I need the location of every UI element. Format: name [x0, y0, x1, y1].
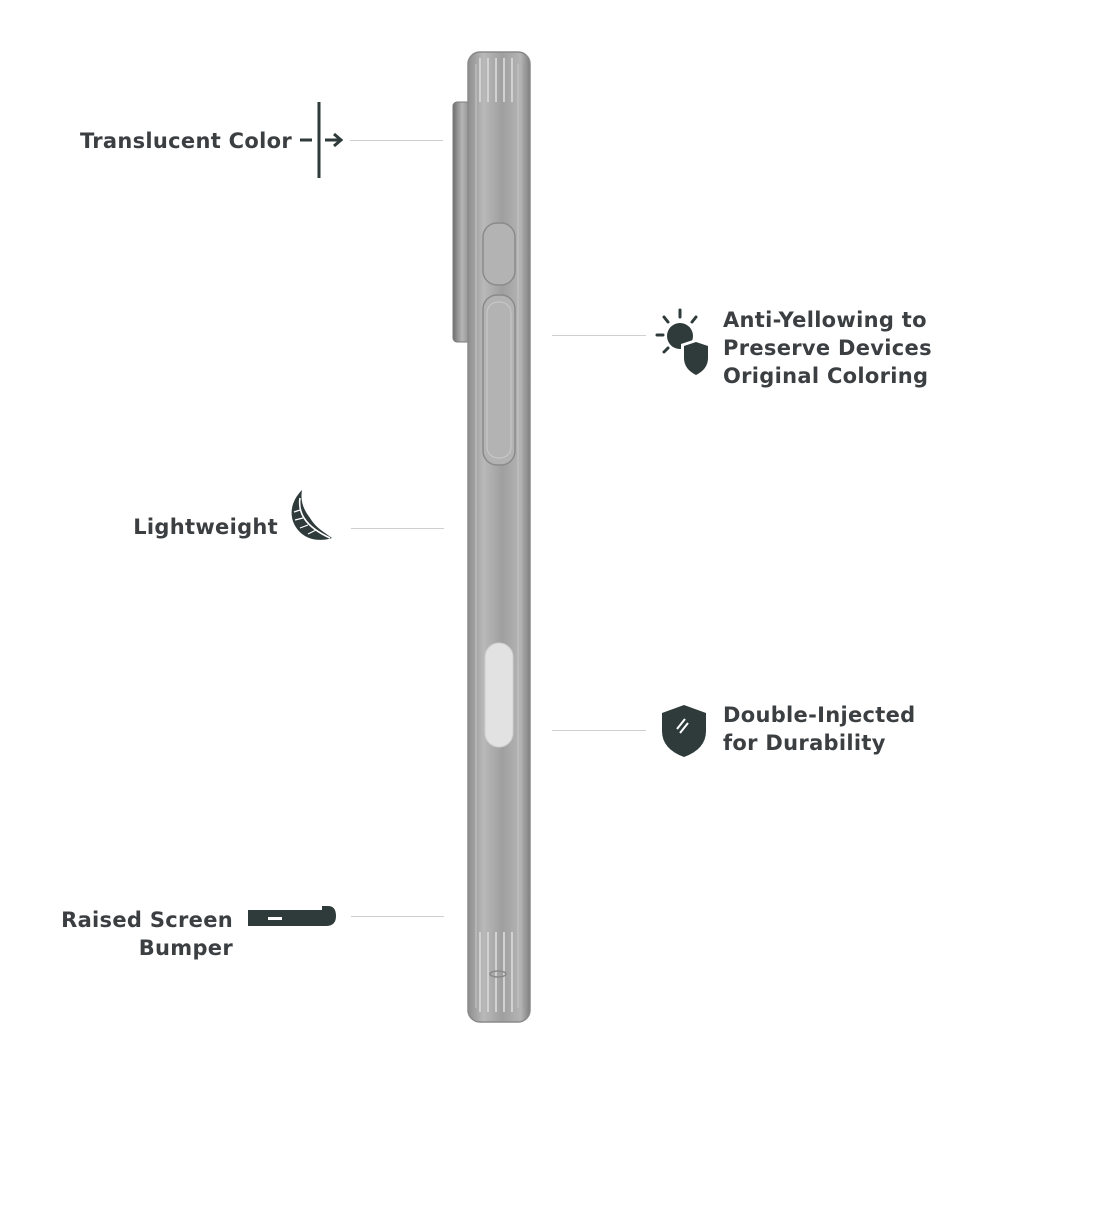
case-body — [467, 51, 531, 1023]
translucent-leader-line — [350, 140, 443, 141]
translucent-arrow-icon — [300, 102, 344, 178]
sun-shield-icon — [655, 308, 711, 378]
anti-yellowing-leader-line — [552, 335, 646, 336]
anti-yellowing-label: Anti-Yellowing to Preserve Devices Origi… — [723, 308, 932, 388]
double-injected-label: Double-Injected for Durability — [723, 703, 916, 755]
bumper-profile-icon — [248, 906, 336, 926]
shield-icon — [662, 705, 706, 757]
lightweight-label: Lightweight — [133, 515, 278, 539]
translucent-color-label: Translucent Color — [79, 129, 292, 153]
phone-case-side-view — [452, 51, 531, 1023]
double-injected-leader-line — [552, 730, 646, 731]
lightweight-leader-line — [351, 528, 444, 529]
volume-button — [482, 294, 516, 466]
action-button — [482, 222, 516, 286]
side-key-window — [484, 642, 514, 748]
raised-bumper-leader-line — [351, 916, 444, 917]
feather-icon — [291, 490, 332, 540]
raised-screen-bumper-label: Raised Screen Bumper — [61, 908, 233, 960]
